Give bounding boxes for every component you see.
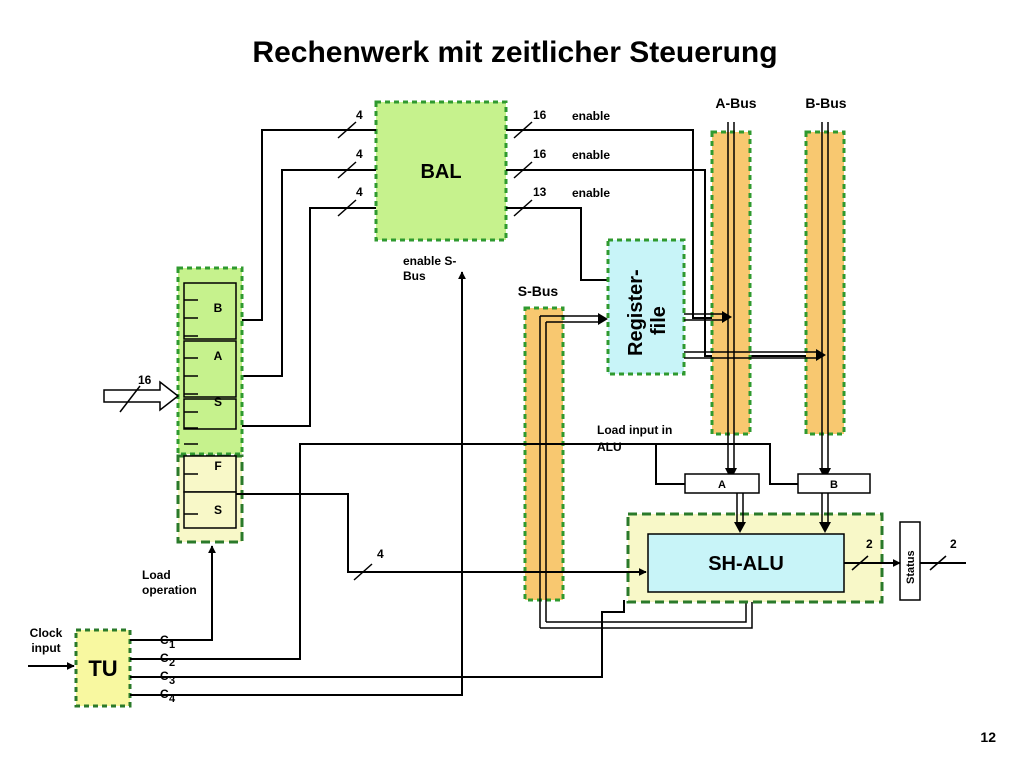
register-file-label-1: Register- bbox=[625, 269, 647, 356]
c1-sub: 1 bbox=[169, 639, 175, 651]
bal-input-wires bbox=[236, 121, 376, 427]
page-title: Rechenwerk mit zeitlicher Steuerung bbox=[252, 36, 777, 69]
width-label: 16 bbox=[138, 373, 152, 387]
field-f-label: F bbox=[214, 459, 221, 473]
width-label: 4 bbox=[377, 547, 384, 561]
sh-alu-label: SH-ALU bbox=[708, 553, 784, 575]
c4-sub: 4 bbox=[169, 693, 176, 705]
b-bus-label: B-Bus bbox=[805, 95, 846, 111]
load-input-wires bbox=[299, 443, 798, 600]
latch-b: B bbox=[797, 473, 871, 494]
latch-a: A bbox=[684, 473, 760, 494]
width-label: 16 bbox=[533, 108, 547, 122]
c1-label: C 1 bbox=[160, 633, 175, 651]
alu-function-wire bbox=[236, 493, 647, 581]
field-b-label: B bbox=[214, 301, 223, 315]
tu-label: TU bbox=[88, 656, 117, 681]
width-label: 16 bbox=[533, 147, 547, 161]
enable-label: enable bbox=[572, 109, 610, 123]
field-s2-label: S bbox=[214, 503, 222, 517]
load-input-label-2: ALU bbox=[597, 440, 622, 454]
tu-block: TU bbox=[74, 628, 132, 708]
field-a-label: A bbox=[214, 349, 223, 363]
sh-alu: SH-ALU bbox=[647, 533, 845, 593]
status-wires bbox=[844, 555, 966, 571]
register-file: Register- file bbox=[606, 238, 686, 376]
a-bus bbox=[710, 122, 752, 480]
load-operation-label-2: operation bbox=[142, 583, 197, 597]
bal-label: BAL bbox=[420, 161, 461, 183]
field-s-label: S bbox=[214, 395, 222, 409]
register-file-label-2: file bbox=[648, 306, 670, 335]
clock-input-label-1: Clock bbox=[30, 626, 63, 640]
width-label: 4 bbox=[356, 185, 363, 199]
register-file-outputs bbox=[684, 311, 826, 361]
microinstruction-register bbox=[176, 266, 244, 544]
latch-a-label: A bbox=[718, 479, 726, 491]
c3-sub: 3 bbox=[169, 675, 175, 687]
load-input-label-1: Load input in bbox=[597, 423, 672, 437]
page-number: 12 bbox=[980, 729, 996, 745]
enable-s-bus-label-2: Bus bbox=[403, 269, 426, 283]
c2-sub: 2 bbox=[169, 657, 175, 669]
status-register: Status bbox=[899, 521, 921, 601]
tu-output-wires bbox=[130, 271, 625, 696]
enable-s-bus-label-1: enable S- bbox=[403, 254, 456, 268]
clock-input-label-2: input bbox=[31, 641, 60, 655]
bal-output-wires bbox=[506, 121, 826, 360]
bal-block: BAL bbox=[374, 100, 508, 242]
width-label: 13 bbox=[533, 185, 547, 199]
width-label: 2 bbox=[950, 537, 957, 551]
status-label: Status bbox=[905, 550, 917, 584]
width-label: 2 bbox=[866, 537, 873, 551]
b-bus bbox=[804, 122, 846, 480]
latch-b-label: B bbox=[830, 479, 838, 491]
width-label: 4 bbox=[356, 108, 363, 122]
load-operation-label-1: Load bbox=[142, 568, 171, 582]
s-bus-label: S-Bus bbox=[518, 283, 559, 299]
width-label: 4 bbox=[356, 147, 363, 161]
a-bus-label: A-Bus bbox=[715, 95, 756, 111]
input-arrow bbox=[103, 380, 180, 413]
enable-label: enable bbox=[572, 186, 610, 200]
latch-to-alu bbox=[734, 493, 831, 533]
enable-label: enable bbox=[572, 148, 610, 162]
